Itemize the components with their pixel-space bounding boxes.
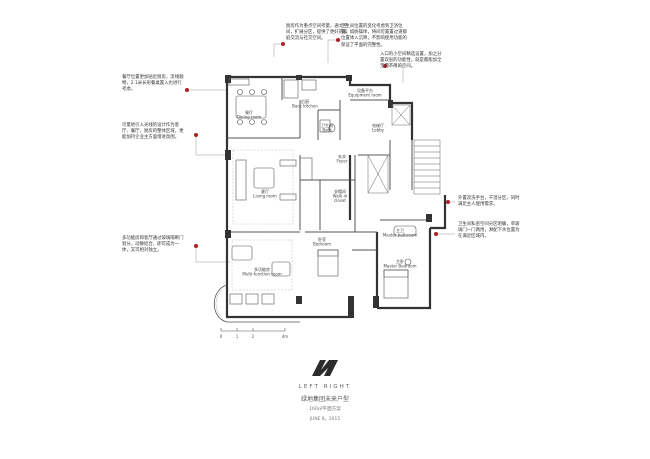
furniture bbox=[228, 78, 417, 305]
note-master-bath: 卫生间私密空间分区明确，单玻璃门一门两用，淋配下水位置为在满足区域内。 bbox=[458, 222, 520, 240]
balcony bbox=[213, 284, 300, 323]
note-bathroom-position: 卫生间位置的变化考虑到卫浴位置，如厕操体，将间可置置过道都位置体入沉降，不影响使… bbox=[341, 24, 407, 48]
stair-core bbox=[367, 104, 441, 195]
leader-dots bbox=[185, 38, 450, 248]
note-entry: 入口的小空间精选设置，加之分置双层的功能性，就是都能加全无需不用的空间。 bbox=[380, 52, 442, 70]
note-kitchen: 厨房作为重点空间考量，通大空间，扩展分区，提供了更好的家庭交流与社交空间。 bbox=[286, 24, 348, 42]
scale-1: 1 bbox=[236, 334, 239, 339]
note-washbasin: 外置双洗手台，干湿分区，同时满足主人使用需求。 bbox=[458, 196, 520, 208]
plan-area: 160㎡平面方案 bbox=[309, 407, 341, 412]
scale-bar bbox=[220, 328, 286, 332]
note-living-light: 尽量地引入光线的设计作为客厅、餐厅，厨房的整体区域，更能加持企业主方面增进氛围。 bbox=[122, 123, 184, 141]
columns bbox=[225, 75, 432, 318]
note-dining: 餐厅位置更加贴近厨房，流线顺畅，2.1米长形餐桌置入也进行考虑。 bbox=[122, 75, 184, 93]
brand-logo bbox=[312, 360, 338, 376]
plan-date: JUNE 8，2015 bbox=[309, 417, 341, 422]
brand-subtitle: 绿地集团未来户型 bbox=[300, 396, 349, 403]
scale-2: 2 bbox=[252, 334, 255, 339]
scale-0: 0 bbox=[220, 334, 223, 339]
scale-4: 4m bbox=[282, 334, 289, 339]
note-multi-room: 多功能房和客厅通过玻璃隔断门划分，动静结合，即可成为一体，又可相对独立。 bbox=[122, 236, 184, 254]
brand-name: LEFT RIGHT bbox=[298, 384, 352, 390]
inner-walls bbox=[227, 77, 430, 251]
